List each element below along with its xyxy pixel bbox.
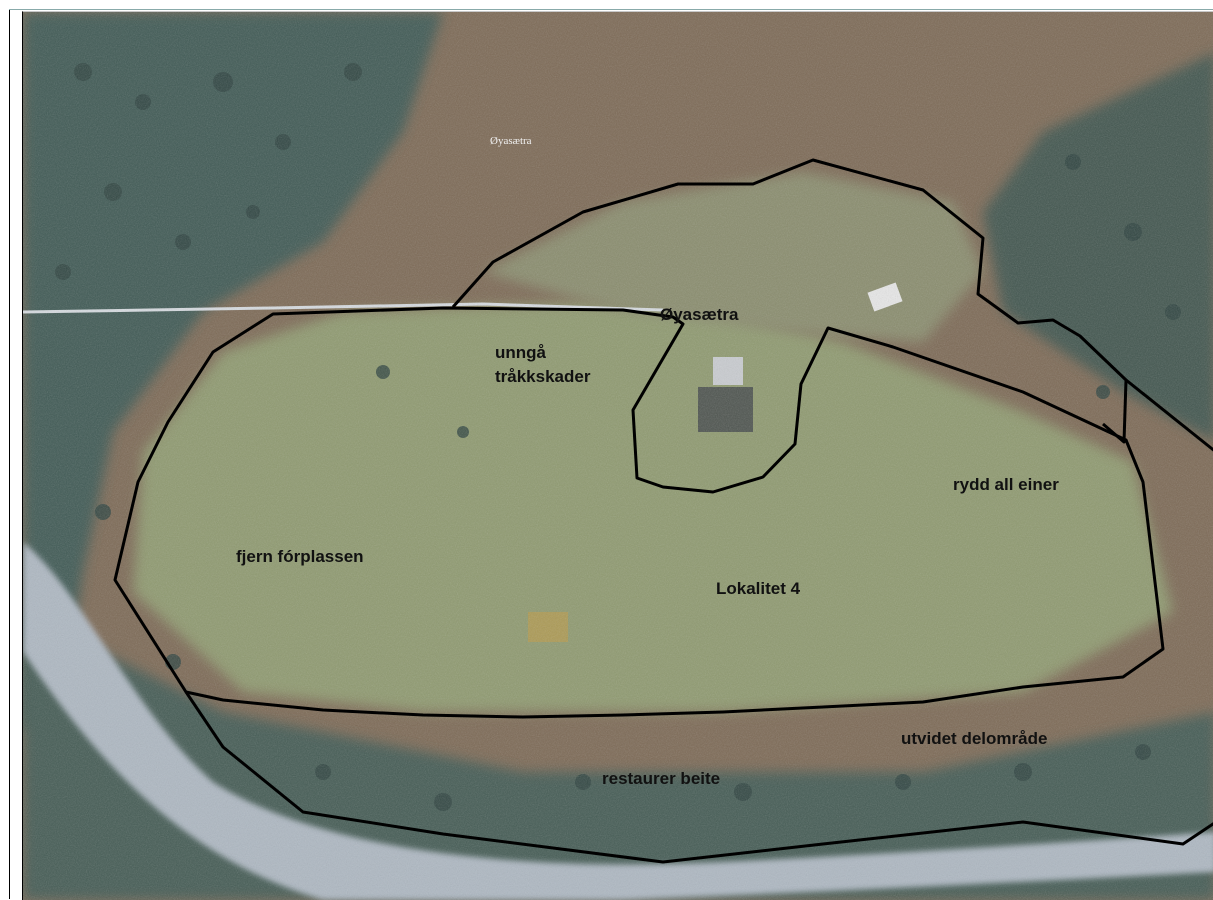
map-viewport[interactable]: Øyasætra Øyasætra unngå tråkkskader rydd… [22, 11, 1213, 900]
boundary-extended-right [1125, 378, 1213, 452]
forest-area-bottom [23, 612, 1213, 900]
frame-border-top [9, 9, 1213, 10]
road [23, 302, 664, 314]
label-extended-area: utvidet delområde [901, 729, 1047, 748]
river [23, 542, 1213, 900]
forest-area-right [983, 53, 1213, 441]
label-avoid-line1: unngå [495, 343, 547, 362]
label-place-main: Øyasætra [660, 305, 739, 324]
frame-border-left [9, 10, 10, 899]
building-main [698, 387, 753, 432]
tree-cluster [55, 63, 1181, 811]
label-restore-pasture: restaurer beite [602, 769, 720, 788]
label-remove-feeding: fjern fórplassen [236, 547, 364, 566]
aerial-map[interactable]: Øyasætra Øyasætra unngå tråkkskader rydd… [23, 12, 1213, 900]
boundary-locality-4[interactable] [113, 306, 1165, 719]
map-labels: Øyasætra Øyasætra unngå tråkkskader rydd… [236, 135, 1059, 788]
upper-grass [483, 172, 983, 342]
building-shed [867, 282, 903, 312]
saeter-buildings [528, 282, 903, 642]
forest-area-left [23, 12, 443, 732]
boundaries [113, 158, 1213, 864]
label-clear-juniper: rydd all einer [953, 475, 1059, 494]
meadow-clearing [133, 302, 1173, 712]
label-locality: Lokalitet 4 [716, 579, 801, 598]
label-avoid-line2: tråkkskader [495, 367, 591, 386]
building-roof [713, 357, 743, 385]
label-place-small: Øyasætra [490, 135, 532, 147]
boundary-upper-area [451, 158, 1128, 444]
boundary-extended-area[interactable] [184, 691, 1213, 864]
terrain-texture [23, 12, 1213, 900]
feeding-place [528, 612, 568, 642]
terrain [23, 12, 1213, 900]
